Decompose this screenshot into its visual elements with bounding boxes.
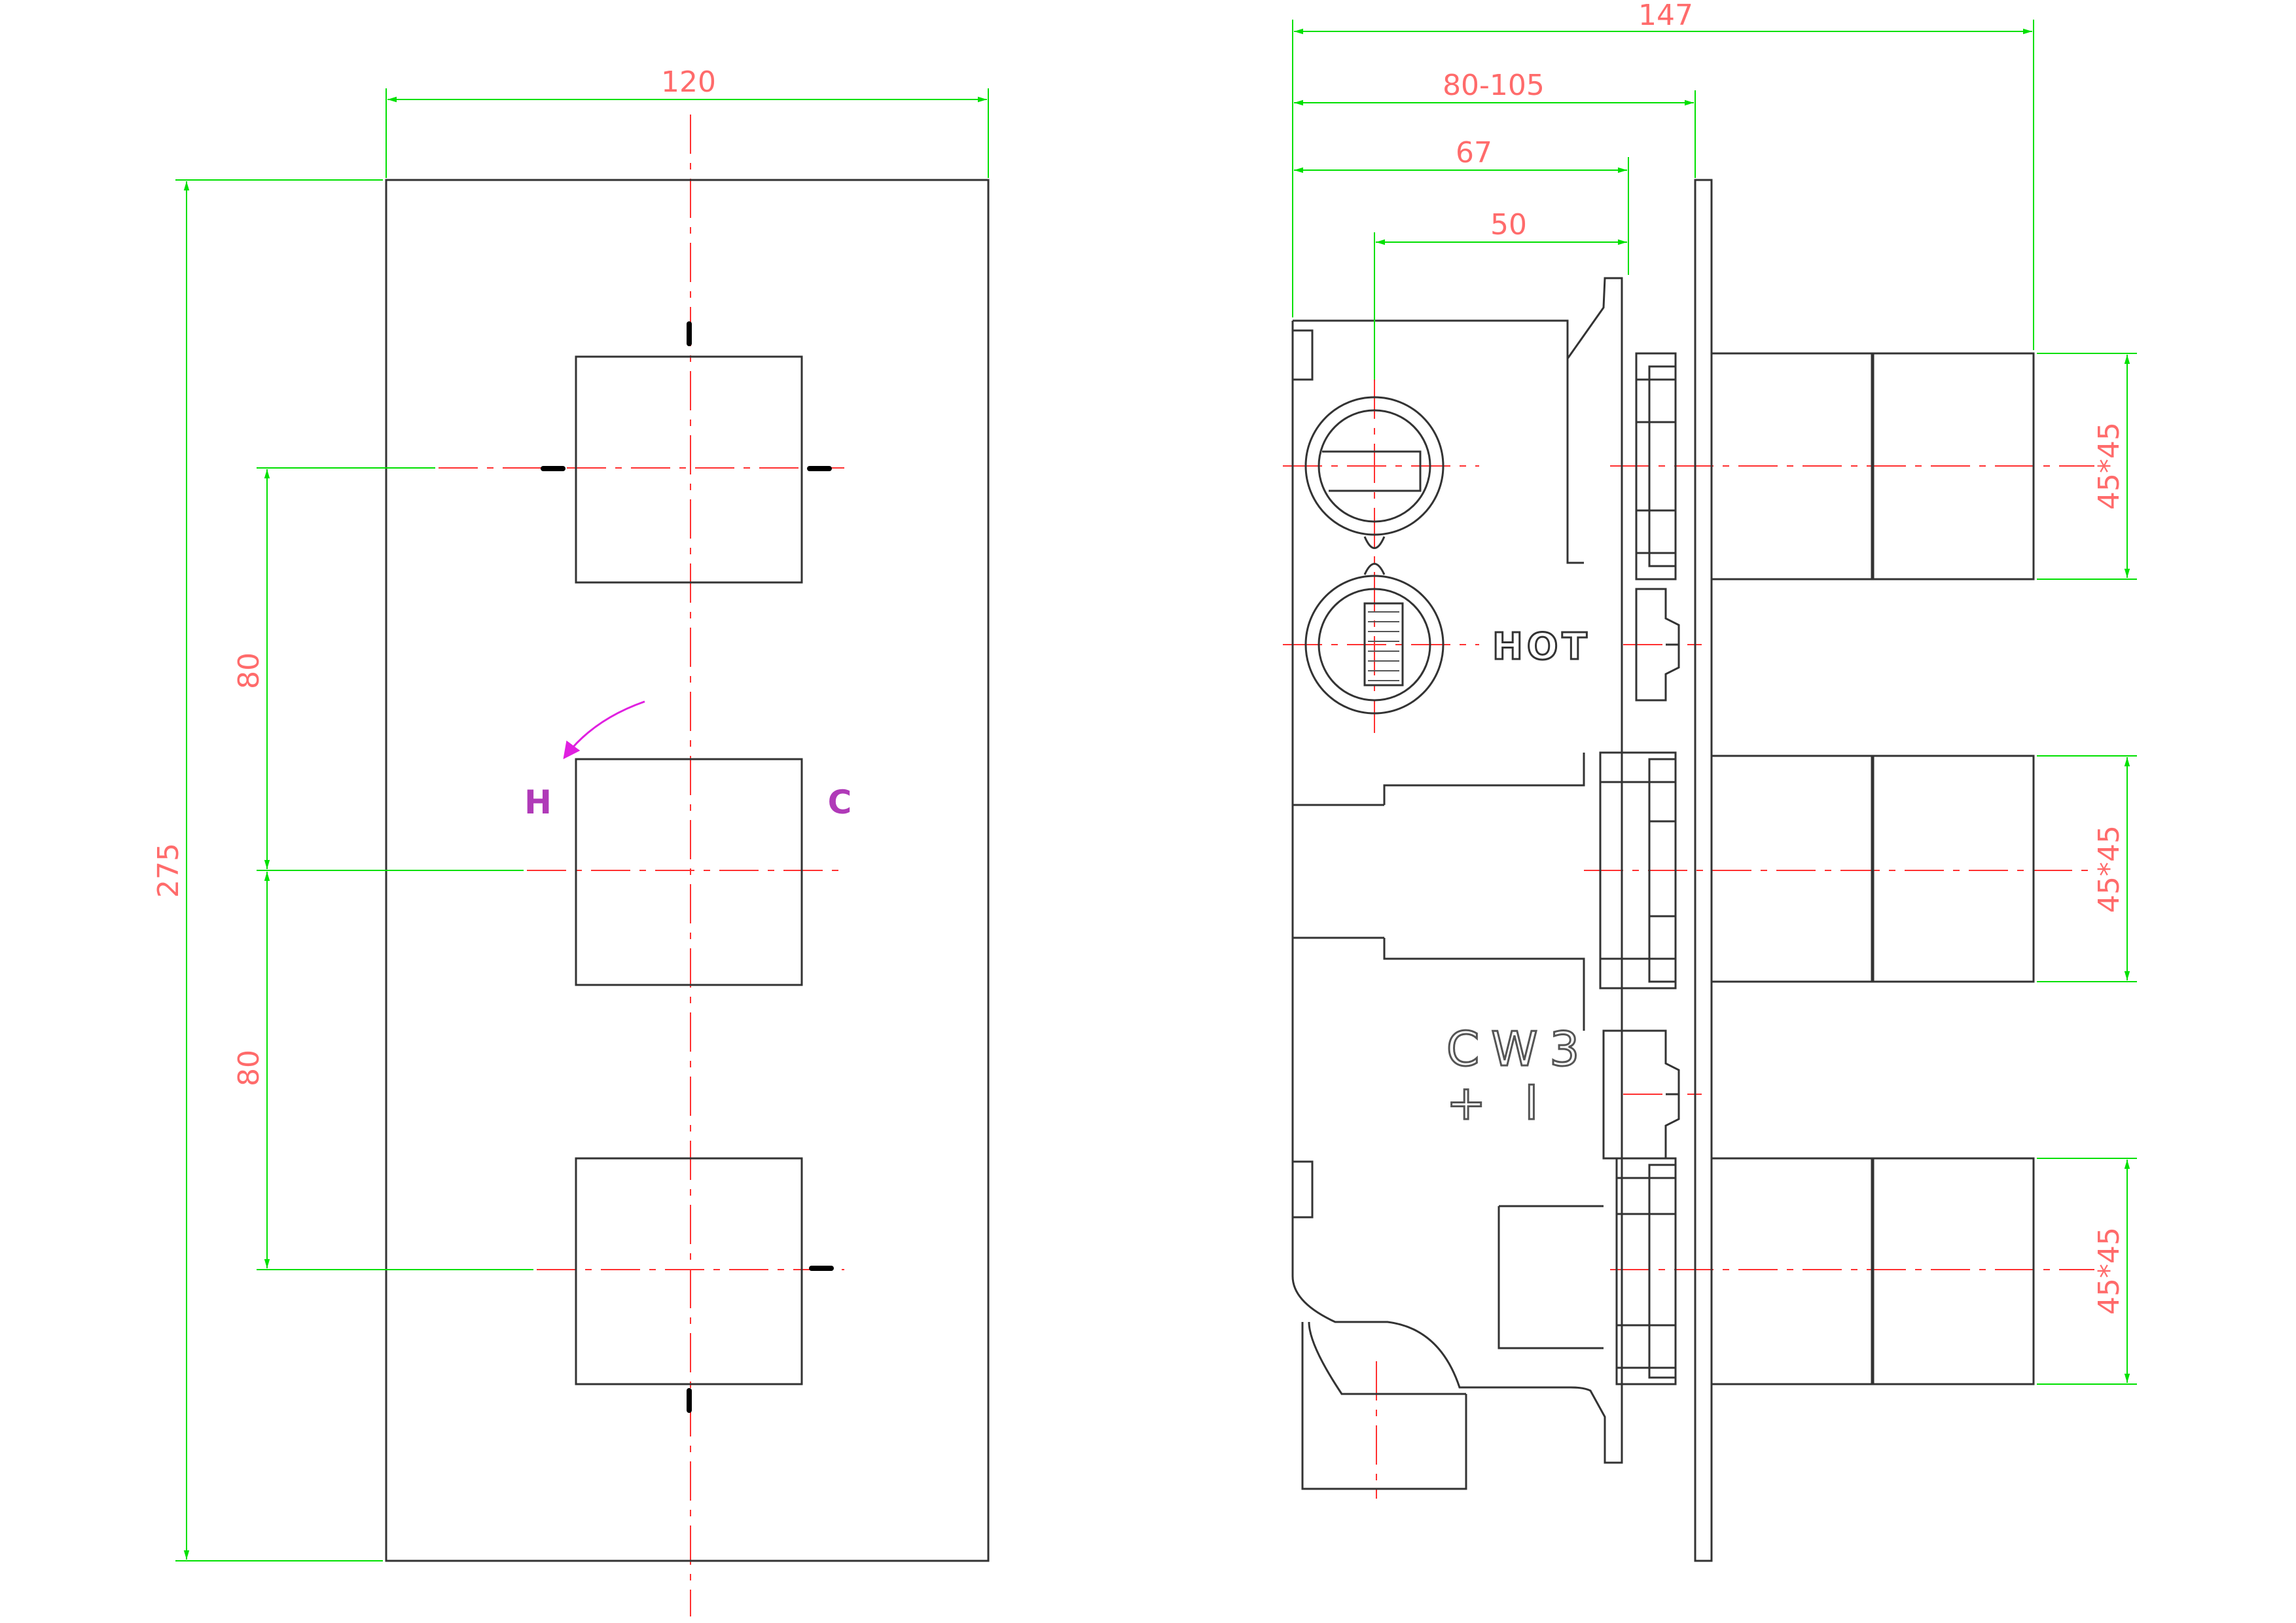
hot-side-label: H <box>524 783 552 821</box>
outlet-pipe-curve <box>1308 1321 1466 1395</box>
front-centerlines <box>439 115 844 1616</box>
nut-top <box>1648 365 1677 567</box>
top-handle-square <box>575 355 803 584</box>
indicator-ticks <box>541 321 834 1413</box>
inlet-top-inner <box>1318 409 1431 523</box>
inlet-neck <box>1363 536 1386 575</box>
nut-bottom <box>1648 1164 1677 1379</box>
filter-mesh-pattern <box>1368 611 1399 681</box>
handle-middle-side-b <box>1872 755 2035 983</box>
inlet-bottom-inner <box>1318 588 1431 702</box>
body-top-tab <box>1291 329 1314 381</box>
body-inner-step-3 <box>1383 938 1585 1031</box>
hot-side-nut <box>1635 588 1680 702</box>
front-dimensions <box>175 88 989 1561</box>
handle-top-side-a <box>1710 352 1873 580</box>
dim-height-label: 275 <box>152 843 185 898</box>
bottom-handle-square <box>575 1157 803 1385</box>
dim-50-label: 50 <box>1490 208 1527 241</box>
spindle-assemblies <box>1599 352 1680 1385</box>
inlet-top-cap <box>1322 450 1422 492</box>
dim-spacing-top-label: 80 <box>232 652 266 689</box>
handle-middle-side-a <box>1710 755 1873 983</box>
sleeve-bottom <box>1615 1157 1677 1385</box>
dim-67-label: 67 <box>1456 136 1492 169</box>
inlet-top-outer <box>1304 396 1444 536</box>
side-dimensions <box>1292 20 2137 1385</box>
cold-side-label: C <box>828 783 852 821</box>
dim-147-label: 147 <box>1638 0 1693 32</box>
body-inner-step-4 <box>1498 1206 1604 1349</box>
side-handles <box>1710 352 2035 1385</box>
inlet-bottom-outer <box>1304 575 1444 715</box>
body-inner-step-2 <box>1383 753 1585 805</box>
nut-middle <box>1648 758 1677 983</box>
handle-bottom-side-a <box>1710 1157 1873 1385</box>
side-view: HOT CW3 + I <box>1283 0 2137 1562</box>
valve-body <box>1291 277 1623 1490</box>
inlet-filter-mesh <box>1363 602 1404 687</box>
dim-handle-middle-label: 45*45 <box>2092 825 2126 913</box>
model-marking: CW3 <box>1446 1022 1591 1077</box>
body-bottom-tab <box>1291 1160 1314 1219</box>
hot-marking: HOT <box>1492 626 1591 668</box>
dim-handle-top-label: 45*45 <box>2092 422 2126 510</box>
plus-minus-marking: + I <box>1446 1075 1550 1130</box>
inlet-connections <box>1304 396 1444 715</box>
middle-handle-square <box>575 758 803 986</box>
dim-spacing-bottom-label: 80 <box>232 1050 266 1086</box>
dim-width-label: 120 <box>661 65 716 99</box>
body-left-profile <box>1291 277 1623 1464</box>
handle-bottom-side-b <box>1872 1157 2035 1385</box>
dim-80-105-label: 80-105 <box>1443 69 1545 102</box>
body-inner-step-1 <box>1566 359 1584 564</box>
rotation-arrow-icon <box>563 700 645 760</box>
outlet-pipe <box>1301 1322 1467 1490</box>
handle-top-side-b <box>1872 352 2035 580</box>
dim-handle-bottom-label: 45*45 <box>2092 1227 2126 1315</box>
front-view: H C 120 275 80 80 <box>152 65 990 1616</box>
side-centerlines <box>1283 380 2094 1499</box>
